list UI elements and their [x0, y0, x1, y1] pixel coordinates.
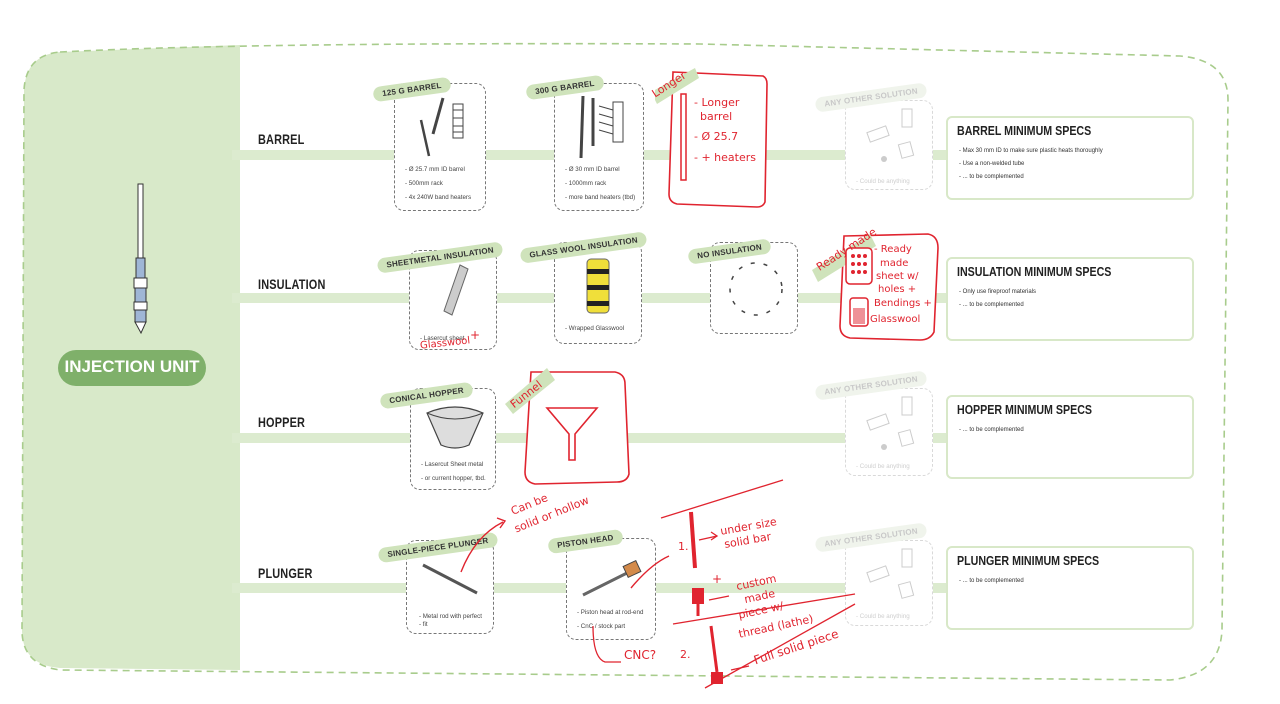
spec-title: PLUNGER MINIMUM SPECS [957, 553, 1100, 568]
spec-item: - ... to be complemented [959, 427, 1024, 433]
barrel-icon [419, 97, 464, 157]
annotation-longer-line: barrel [700, 110, 733, 123]
card-no-insulation[interactable] [710, 242, 798, 334]
spec-item: - ... to be complemented [959, 578, 1024, 584]
annotation-plus: + [712, 572, 723, 586]
card-bullet: - Metal rod with perfect [419, 613, 482, 620]
card-note: - Could be anything [856, 613, 910, 620]
card-piston-head[interactable]: - Piston head at rod-end - CnC / stock p… [566, 538, 656, 640]
annotation-longer-line: - + heaters [694, 151, 756, 164]
card-125g-barrel[interactable]: - Ø 25.7 mm ID barrel - 500mm rack - 4x … [394, 83, 486, 211]
glasswool-icon [586, 258, 610, 314]
plunger-annotations-sketch [460, 479, 856, 689]
annotation-ready-line: sheet w/ [876, 271, 919, 282]
row-label-hopper: HOPPER [258, 414, 306, 430]
spec-item: - Max 30 mm ID to make sure plastic heat… [959, 148, 1103, 154]
spec-title: HOPPER MINIMUM SPECS [957, 402, 1093, 417]
card-bullet: - 4x 240W band heaters [405, 194, 472, 201]
row-label-barrel: BARREL [258, 131, 305, 147]
card-bullet: - 500mm rack [405, 180, 443, 187]
funnel-sketch [505, 368, 630, 485]
annotation-ready-line: Glasswool [870, 314, 921, 325]
misc-parts-icon [866, 548, 915, 599]
annotation-longer-line: - Ø 25.7 [694, 130, 739, 143]
card-any-other-barrel[interactable]: - Could be anything [845, 100, 933, 190]
card-bullet: - Lasercut sheet [420, 335, 465, 342]
annotation-cnc: CNC? [624, 648, 657, 662]
piston-icon [582, 559, 642, 597]
card-bullet: - Lasercut Sheet metal [421, 461, 484, 468]
annotation-longer-line: - Longer [694, 96, 740, 109]
annotation-ready-line: Bendings + [874, 298, 932, 309]
spec-box-plunger: PLUNGER MINIMUM SPECS - ... to be comple… [946, 546, 1194, 630]
card-any-other-plunger[interactable]: - Could be anything [845, 540, 933, 626]
spec-box-insulation: INSULATION MINIMUM SPECS - Only use fire… [946, 257, 1194, 341]
sheet-icon [443, 264, 469, 316]
annotation-ready-line: - Ready [874, 244, 912, 255]
card-bullet: - Ø 30 mm ID barrel [565, 166, 620, 173]
spec-item: - ... to be complemented [959, 302, 1024, 308]
card-300g-barrel[interactable]: - Ø 30 mm ID barrel - 1000mm rack - more… [554, 83, 644, 211]
card-bullet: - 1000mm rack [565, 180, 607, 187]
injection-unit-title: INJECTION UNIT [64, 357, 200, 376]
board-dashed-border [21, 42, 1229, 681]
card-any-other-hopper[interactable]: - Could be anything [845, 388, 933, 476]
card-bullet: - Wrapped Glasswool [565, 325, 625, 332]
row-label-insulation: INSULATION [258, 276, 326, 292]
spec-box-barrel: BARREL MINIMUM SPECS - Max 30 mm ID to m… [946, 116, 1194, 200]
spec-title: INSULATION MINIMUM SPECS [957, 264, 1112, 279]
card-glasswool-insulation[interactable]: - Wrapped Glasswool [554, 242, 642, 344]
row-label-plunger: PLUNGER [258, 565, 313, 581]
card-bullet: - or current hopper, tbd. [421, 475, 486, 482]
misc-parts-icon [866, 108, 915, 162]
rod-icon [422, 563, 478, 595]
annotation-option-1: 1. [678, 540, 689, 553]
spec-item: - ... to be complemented [959, 174, 1024, 180]
card-bullet: - CnC / stock part [577, 623, 626, 630]
misc-parts-icon [866, 396, 915, 450]
longer-barrel-sketch [655, 68, 768, 208]
card-bullet: - Piston head at rod-end [577, 609, 644, 616]
annotation-option-2: 2. [680, 648, 691, 661]
card-bullet: - fit [419, 621, 428, 628]
spec-title: BARREL MINIMUM SPECS [957, 123, 1092, 138]
injection-unit-icon [133, 183, 148, 335]
hopper-icon [426, 406, 484, 449]
annotation-plus: + [470, 328, 481, 342]
card-bullet: - more band heaters (tbd) [565, 194, 636, 201]
spec-item: - Use a non-welded tube [959, 161, 1025, 167]
barrel-icon [579, 95, 624, 159]
annotation-ready-line: holes + [878, 284, 917, 295]
dashed-circle-icon [729, 262, 783, 316]
spec-item: - Only use fireproof materials [959, 289, 1037, 295]
injection-unit-badge [58, 350, 206, 386]
card-bullet: - Ø 25.7 mm ID barrel [405, 166, 465, 173]
card-note: - Could be anything [856, 178, 910, 185]
annotation-ready-line: made [880, 258, 909, 269]
card-conical-hopper[interactable]: - Lasercut Sheet metal - or current hopp… [410, 388, 496, 490]
spec-box-hopper: HOPPER MINIMUM SPECS - ... to be complem… [946, 395, 1194, 479]
ready-made-sketch [812, 233, 939, 341]
card-note: - Could be anything [856, 463, 910, 470]
